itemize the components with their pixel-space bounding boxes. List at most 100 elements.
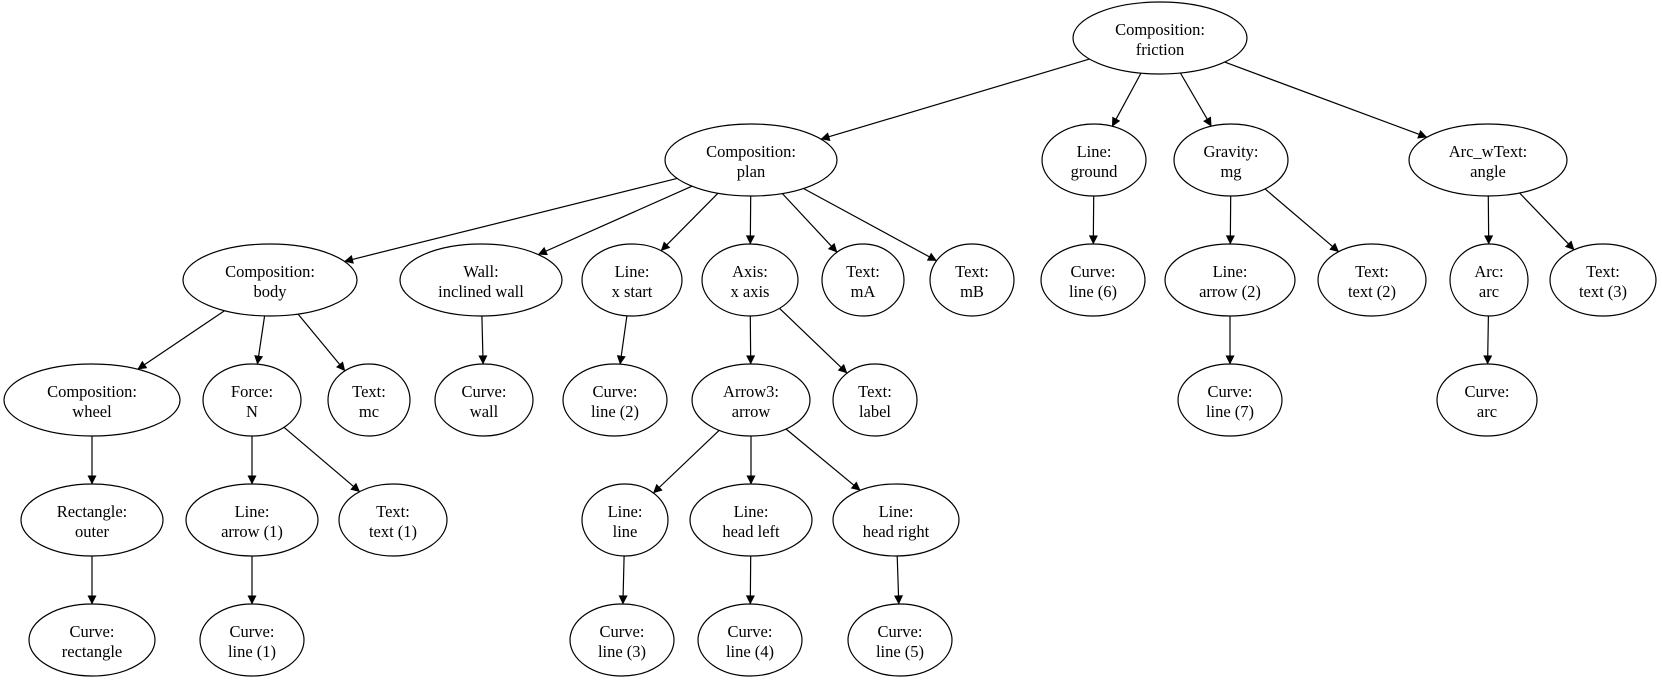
node-ellipse <box>689 483 813 557</box>
node-label-type: Line: <box>1077 142 1112 161</box>
node-label-type: Arrow3: <box>723 382 779 401</box>
node-ellipse <box>691 363 811 437</box>
node-label-type: Curve: <box>600 622 645 641</box>
node-label-type: Rectangle: <box>57 502 128 521</box>
node-label-name: line <box>613 522 638 541</box>
node-label-name: body <box>254 282 288 301</box>
tree-node-outer: Rectangle:outer <box>20 483 164 557</box>
edge-head_right-to-line5_c <box>894 555 904 605</box>
tree-node-text3: Text:text (3) <box>1549 243 1657 317</box>
node-label-type: Curve: <box>1208 382 1253 401</box>
node-label-name: text (1) <box>369 522 417 541</box>
tree-node-x_axis: Axis:x axis <box>701 243 799 317</box>
node-label-name: inclined wall <box>438 282 524 301</box>
node-ellipse <box>182 243 358 317</box>
edge-arrow3-to-line_n <box>652 429 720 494</box>
edge-inclined_wall-to-wall <box>478 315 488 365</box>
edge-friction-to-mg <box>1179 72 1212 127</box>
node-label-name: mg <box>1220 162 1241 181</box>
node-label-type: Line: <box>615 262 650 281</box>
tree-node-mA: Text:mA <box>821 243 905 317</box>
edge-friction-to-ground <box>1111 72 1142 127</box>
node-label-name: text (2) <box>1348 282 1396 301</box>
node-ellipse <box>3 363 181 437</box>
tree-node-mB: Text:mB <box>929 243 1015 317</box>
node-label-name: label <box>859 402 891 421</box>
node-label-name: wheel <box>72 402 112 421</box>
tree-node-rectangle_c: Curve:rectangle <box>28 603 156 677</box>
edge-mg-to-text2 <box>1264 188 1340 253</box>
node-label-name: line (3) <box>598 642 646 661</box>
node-ellipse <box>399 243 563 317</box>
node-label-type: Curve: <box>230 622 275 641</box>
edge-plan-to-inclined_wall <box>537 185 693 256</box>
node-label-name: arc <box>1477 402 1497 421</box>
edge-arc-to-arc_curve <box>1483 315 1493 365</box>
node-label-name: arc <box>1479 282 1499 301</box>
node-ellipse <box>569 603 675 677</box>
edge-plan-to-x_start <box>660 192 719 252</box>
node-ellipse <box>327 363 411 437</box>
edge-plan-to-mB <box>803 187 937 262</box>
node-label-type: Line: <box>734 502 769 521</box>
tree-node-line_n: Line:line <box>581 483 669 557</box>
node-ellipse <box>562 363 668 437</box>
edge-friction-to-angle <box>1224 61 1428 139</box>
node-label-type: Text: <box>1355 262 1389 281</box>
node-label-name: line (2) <box>591 402 639 421</box>
tree-node-head_left: Line:head left <box>689 483 813 557</box>
edge-x_start-to-line2_c <box>616 315 628 365</box>
node-label-name: wall <box>470 402 499 421</box>
edge-line_n-to-line3_c <box>618 555 628 605</box>
node-ellipse <box>929 243 1015 317</box>
node-label-name: line (7) <box>1206 402 1254 421</box>
edge-plan-to-body <box>344 177 678 264</box>
tree-node-arrow1: Line:arrow (1) <box>185 483 319 557</box>
tree-node-line4_c: Curve:line (4) <box>697 603 803 677</box>
node-ellipse <box>1408 123 1568 197</box>
node-label-type: Text: <box>1586 262 1620 281</box>
node-ellipse <box>338 483 448 557</box>
tree-node-x_start: Line:x start <box>581 243 683 317</box>
node-label-type: Wall: <box>463 262 498 281</box>
edge-angle-to-text3 <box>1519 192 1575 251</box>
node-label-name: arrow (2) <box>1199 282 1261 301</box>
node-label-type: Composition: <box>1115 20 1205 39</box>
node-label-name: mA <box>851 282 876 301</box>
node-label-name: line (6) <box>1069 282 1117 301</box>
node-label-type: Text: <box>955 262 989 281</box>
node-ellipse <box>1072 1 1248 75</box>
node-ellipse <box>701 243 799 317</box>
node-label-name: arrow (1) <box>221 522 283 541</box>
node-label-name: head left <box>722 522 780 541</box>
tree-node-wheel: Composition:wheel <box>3 363 181 437</box>
node-ellipse <box>1317 243 1427 317</box>
node-label-name: N <box>246 402 258 421</box>
node-label-type: Curve: <box>878 622 923 641</box>
node-label-type: Composition: <box>47 382 137 401</box>
node-ellipse <box>832 363 918 437</box>
node-label-type: Line: <box>608 502 643 521</box>
node-label-type: Axis: <box>732 262 768 281</box>
node-ellipse <box>202 363 302 437</box>
tree-node-mc: Text:mc <box>327 363 411 437</box>
node-label-type: Line: <box>1213 262 1248 281</box>
node-label-name: head right <box>863 522 930 541</box>
node-ellipse <box>1436 363 1538 437</box>
node-ellipse <box>1164 243 1296 317</box>
node-label-type: Curve: <box>593 382 638 401</box>
node-label-type: Arc: <box>1474 262 1503 281</box>
tree-node-text1: Text:text (1) <box>338 483 448 557</box>
tree-node-line6: Curve:line (6) <box>1040 243 1146 317</box>
tree-node-line1_c: Curve:line (1) <box>199 603 305 677</box>
node-label-name: mB <box>960 282 984 301</box>
node-label-name: mc <box>359 402 379 421</box>
edge-x_axis-to-label <box>779 307 848 374</box>
tree-node-text2: Text:text (2) <box>1317 243 1427 317</box>
edge-N-to-text1 <box>283 426 361 493</box>
node-ellipse <box>28 603 156 677</box>
node-label-type: Curve: <box>70 622 115 641</box>
node-label-name: arrow <box>732 402 771 421</box>
node-label-type: Text: <box>846 262 880 281</box>
